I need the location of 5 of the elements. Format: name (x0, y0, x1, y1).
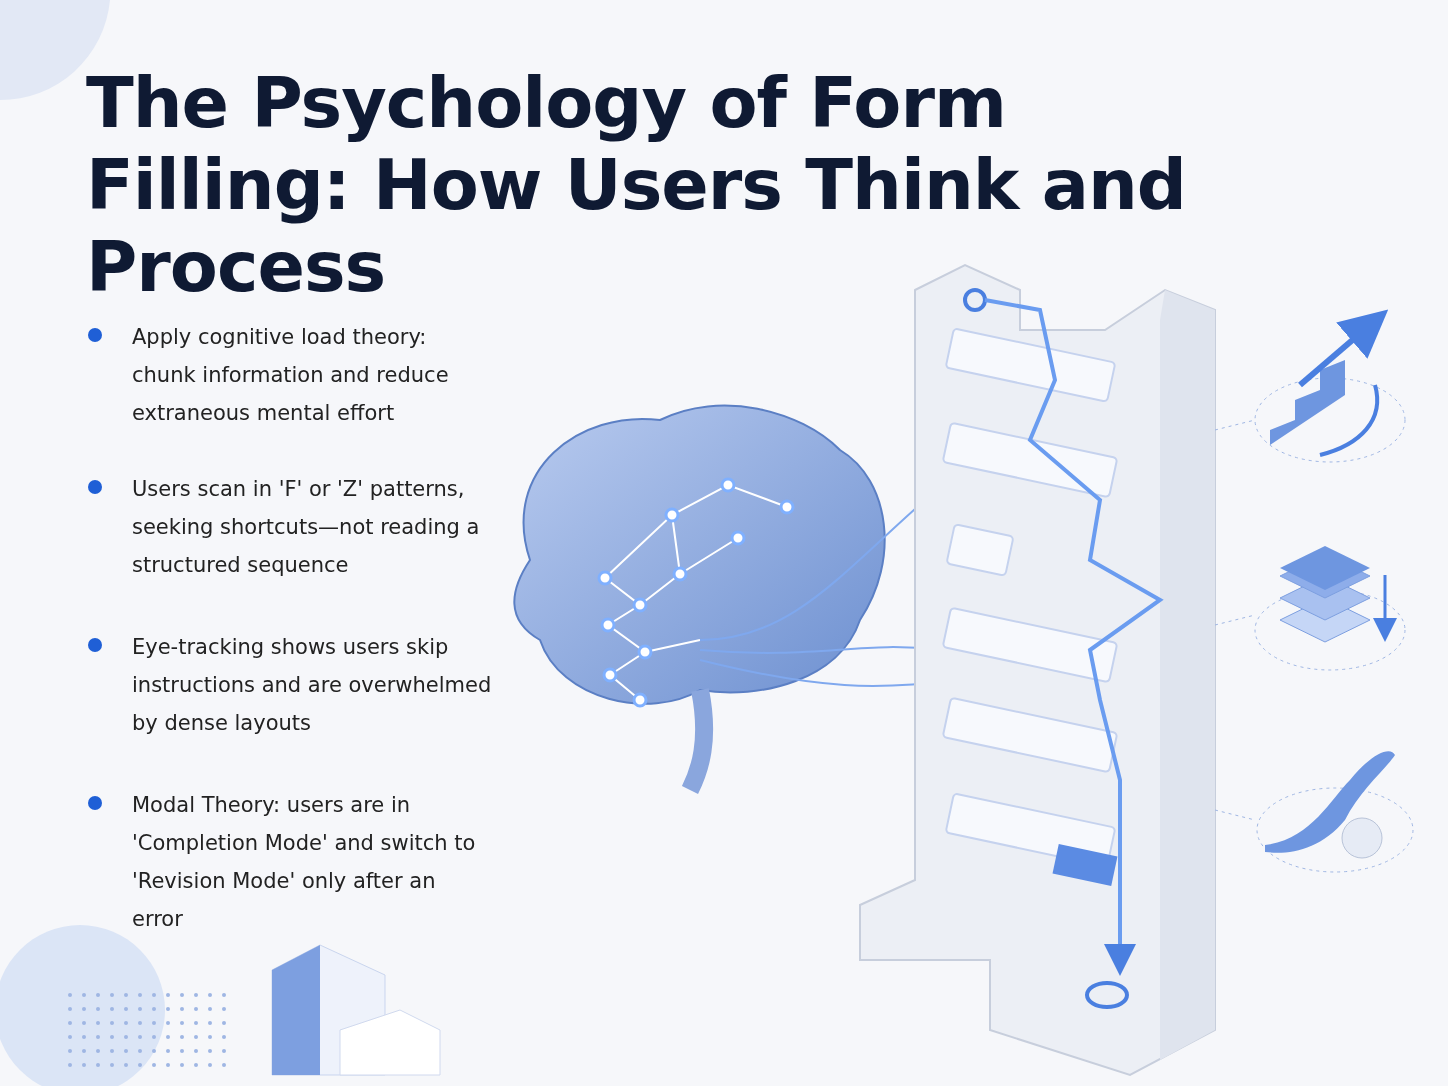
title: The Psychology of Form Filling: How Users Think and Process (86, 62, 1187, 308)
bullet-text: Modal Theory: users are in 'Completion Mode' and switch to 'Revision Mode' only after an error (132, 792, 477, 933)
bullet-text: Apply cognitive load theory: chunk information and reduce extraneous mental effort (132, 324, 450, 427)
bullet-text: Eye-tracking shows users skip instructions and are overwhelmed by dense layouts (132, 634, 492, 737)
bullet-text: Users scan in 'F' or 'Z' patterns, seeking shortcuts—not reading a structured sequence (132, 476, 481, 579)
